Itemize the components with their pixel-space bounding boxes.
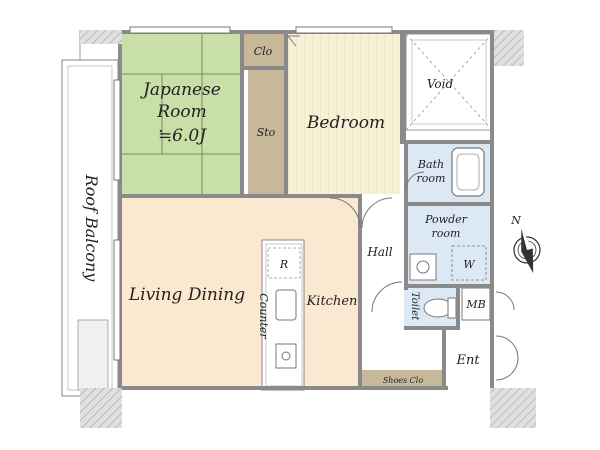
toilet-fixture: [423, 297, 457, 319]
bath-room-label-1: Bath: [417, 158, 444, 171]
hall-label: Hall: [366, 245, 392, 259]
bath-room-label-2: room: [417, 172, 446, 185]
japanese-room-label-2: Room: [156, 102, 206, 122]
refrigerator-space: [267, 247, 301, 279]
kitchen-label: Kitchen: [306, 294, 358, 309]
washer-label: W: [463, 258, 476, 271]
column-top-right: [494, 30, 524, 66]
entrance-label: Ent: [455, 353, 480, 368]
meter-box-label: MB: [465, 298, 485, 311]
refrigerator-label: R: [279, 258, 288, 271]
kitchen-counter: [261, 239, 305, 391]
shoes-closet-label: Shoes Clo: [383, 376, 424, 385]
roof-balcony-label: Roof Balcony: [82, 174, 101, 283]
closet-floor: [244, 34, 284, 66]
toilet-label: Toilet: [409, 292, 420, 321]
meter-box: [461, 287, 491, 321]
bedroom-label: Bedroom: [306, 113, 385, 133]
japanese-room-label-1: Japanese: [140, 80, 221, 100]
sink: [409, 253, 437, 281]
compass-icon: [513, 228, 541, 274]
shoes-closet: [362, 370, 444, 388]
kitchen-sink: [275, 289, 297, 321]
bathtub: [451, 147, 485, 197]
doors: [287, 35, 519, 381]
powder-room-label-1: Powder: [424, 213, 468, 226]
column-bottom-right: [490, 388, 536, 428]
japanese-room-floor: [122, 34, 242, 194]
stove: [275, 343, 297, 369]
column-top-left: [80, 30, 122, 44]
storage-label: Sto: [257, 126, 276, 139]
windows: [113, 26, 393, 361]
living-dining-label: Living Dining: [128, 285, 245, 305]
bedroom-floor: [288, 34, 400, 194]
column-bottom-left: [80, 388, 122, 428]
compass-north-label: N: [510, 214, 521, 227]
counter-label: Counter: [257, 293, 270, 339]
powder-room-label-2: room: [432, 227, 461, 240]
roof-balcony: [61, 30, 119, 397]
storage-floor: [248, 70, 284, 194]
closet-label: Clo: [254, 45, 273, 58]
washer-space: [451, 245, 487, 281]
void-label: Void: [427, 77, 454, 91]
japanese-room-size: ≒6.0J: [158, 126, 207, 146]
entrance-floor: [446, 330, 490, 388]
walls: [118, 30, 494, 390]
